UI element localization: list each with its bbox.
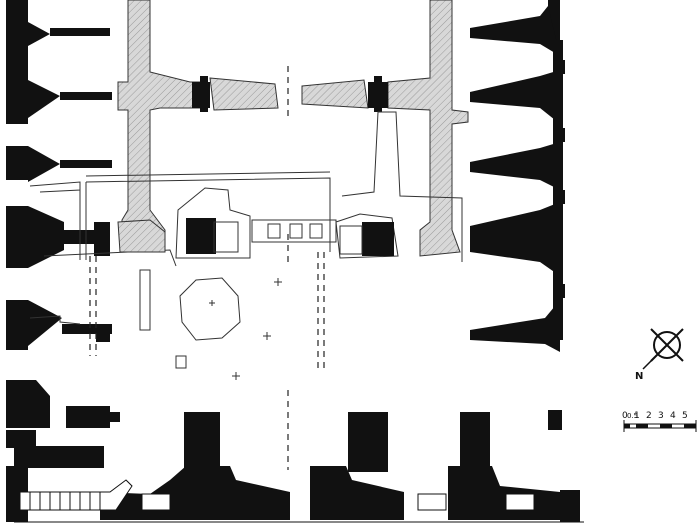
right-hatched-wall <box>301 0 469 257</box>
scale-label-5: 5 <box>682 411 688 421</box>
scale-label-0: 0 <box>622 411 628 421</box>
left-hatched-wall <box>117 0 279 253</box>
central-structures <box>29 66 463 470</box>
scale-label-4: 4 <box>670 411 676 421</box>
north-arrow-icon <box>653 331 681 359</box>
scale-label-0-5: 0.5 <box>627 412 638 420</box>
north-label: N <box>635 371 643 382</box>
scale-label-1: 1 <box>634 411 640 421</box>
scale-label-3: 3 <box>658 411 664 421</box>
scale-label-2: 2 <box>646 411 652 421</box>
left-buttress-rods <box>50 28 112 342</box>
right-wall <box>470 0 565 352</box>
stair <box>19 479 133 511</box>
north-arrow: N <box>635 328 684 382</box>
left-wall <box>6 0 64 522</box>
bottom-wall <box>14 406 584 523</box>
scale-bar: 0 0.5 1 2 3 4 5 <box>622 411 697 432</box>
